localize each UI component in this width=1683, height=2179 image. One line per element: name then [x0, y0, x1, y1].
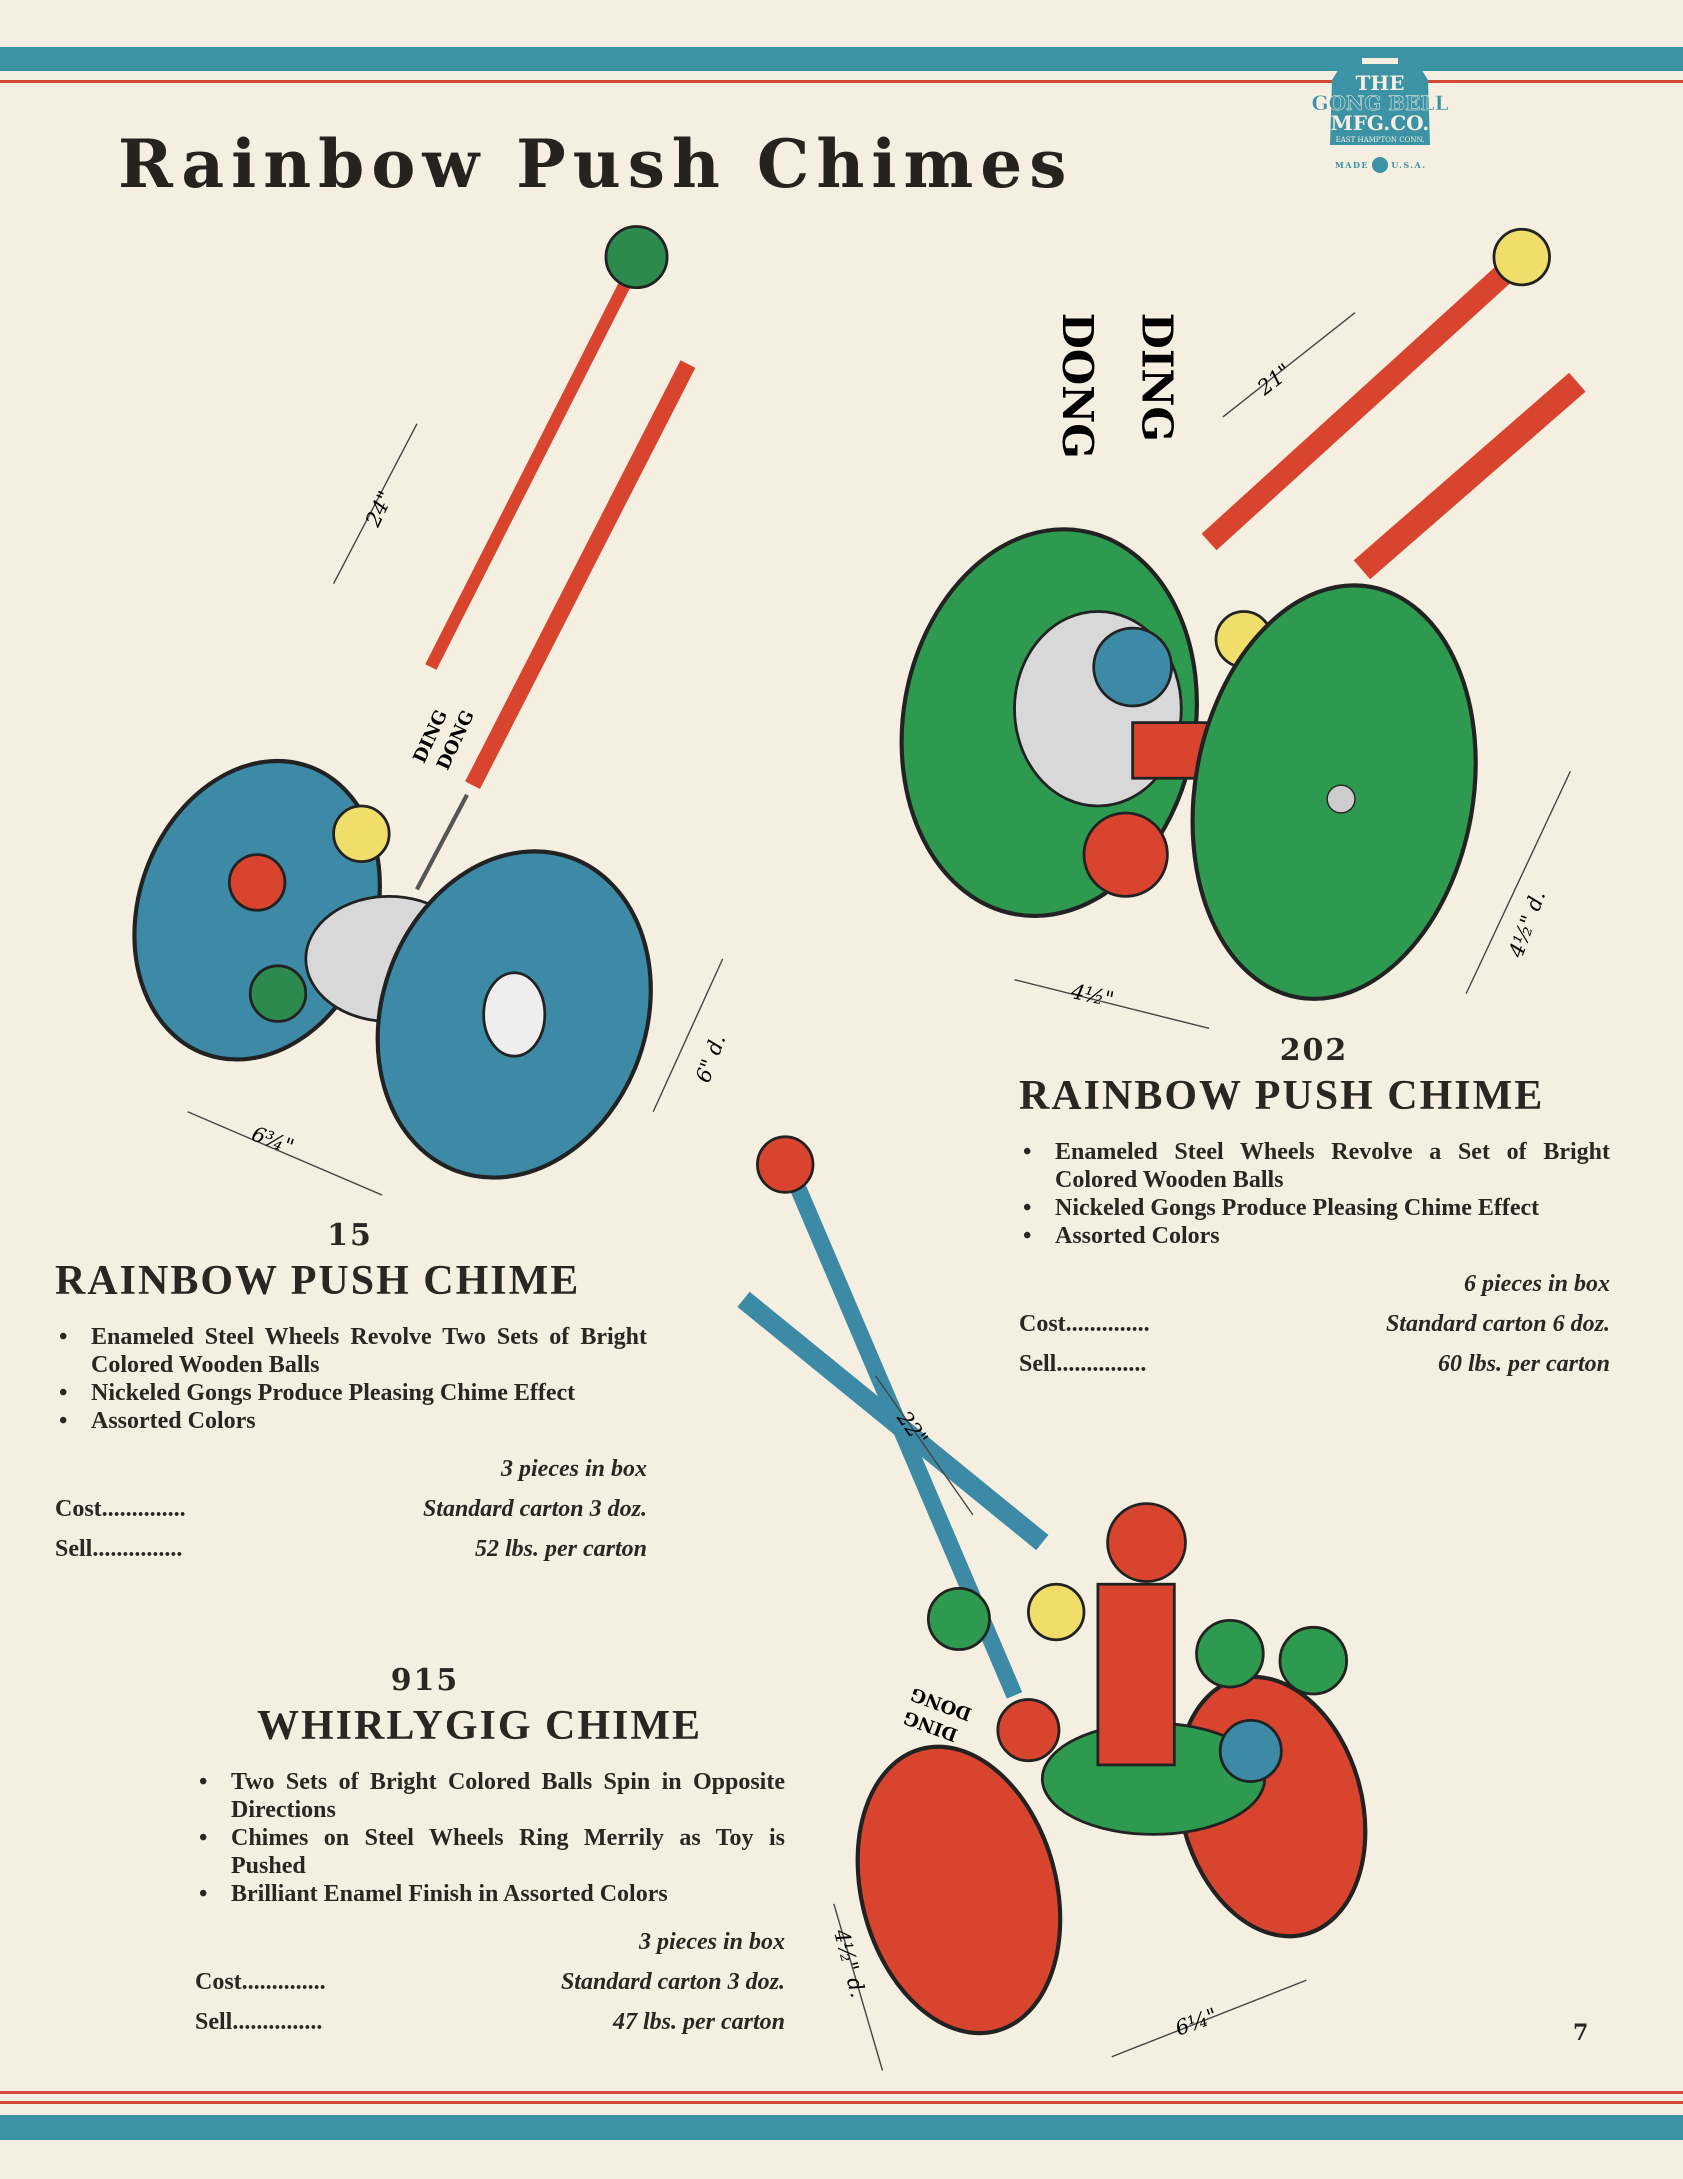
feature-list: Enameled Steel Wheels Revolve a Set of B… [1019, 1138, 1610, 1250]
carton: Standard carton 3 doz. [422, 1496, 647, 1522]
handle-rod-2 [465, 360, 696, 789]
carton: Standard carton 3 doz. [560, 1969, 785, 1995]
logo-text-the: THE [1355, 71, 1404, 95]
feature-item: Enameled Steel Wheels Revolve a Set of B… [1019, 1138, 1610, 1194]
product-name: RAINBOW PUSH CHIME [1019, 1073, 1545, 1119]
feature-item: Assorted Colors [1019, 1222, 1610, 1250]
bottom-red-rule-2 [0, 2101, 1683, 2104]
pieces-in-box: 3 pieces in box [639, 1929, 785, 1955]
logo-text-made: MADE IN U.S.A. [1335, 160, 1425, 170]
product-number: 202 [1279, 1033, 1349, 1068]
dim-wheel: 6" d. [691, 1031, 730, 1086]
bottom-teal-band [0, 2115, 1683, 2140]
sell-label: Sell............... [55, 1536, 183, 1562]
dim-width: 4½" [1068, 979, 1116, 1012]
cost-label: Cost.............. [55, 1496, 186, 1522]
page-number: 7 [1573, 2020, 1589, 2046]
product-15-illustration: DING DONG 24" 6" d. 6¾" [132, 225, 730, 1196]
logo-text-mfg: MFG.CO. [1331, 111, 1430, 135]
feature-list: Two Sets of Bright Colored Balls Spin in… [195, 1768, 785, 1908]
pricing: 3 pieces in box Cost.............. Standa… [195, 1922, 785, 2042]
product-name: WHIRLYGIG CHIME [257, 1703, 703, 1749]
cost-label: Cost.............. [195, 1969, 326, 1995]
dim-handle: 24" [360, 487, 397, 531]
ding-text: DING [1132, 313, 1181, 442]
product-202: 202 RAINBOW PUSH CHIME Enameled Steel Wh… [1019, 1033, 1610, 1384]
feature-list: Enameled Steel Wheels Revolve Two Sets o… [55, 1323, 647, 1435]
feature-item: Brilliant Enamel Finish in Assorted Colo… [195, 1880, 785, 1908]
feature-item: Chimes on Steel Wheels Ring Merrily as T… [195, 1824, 785, 1880]
gong-bell-logo: THE GONG BELL MFG.CO. EAST HAMPTON CONN.… [1290, 50, 1470, 180]
dim-width: 6¾" [248, 1122, 297, 1159]
dim-width: 6¼" [1172, 2003, 1221, 2040]
product-915-illustration: DING DONG 22" 4½" d. 6¼" [737, 1135, 1368, 2071]
sell-label: Sell............... [1019, 1351, 1147, 1377]
handle-rod [425, 258, 643, 670]
cost-label: Cost.............. [1019, 1311, 1150, 1337]
product-name: RAINBOW PUSH CHIME [55, 1258, 581, 1304]
feature-item: Two Sets of Bright Colored Balls Spin in… [195, 1768, 785, 1824]
weight: 47 lbs. per carton [612, 2009, 785, 2035]
logo-text-city: EAST HAMPTON CONN. [1336, 136, 1425, 144]
pricing: 6 pieces in box Cost.............. Standa… [1019, 1264, 1610, 1384]
product-15: 15 RAINBOW PUSH CHIME Enameled Steel Whe… [55, 1218, 647, 1569]
bottom-red-rule [0, 2091, 1683, 2094]
sell-label: Sell............... [195, 2009, 323, 2035]
product-number: 915 [390, 1663, 460, 1698]
feature-item: Nickeled Gongs Produce Pleasing Chime Ef… [1019, 1194, 1610, 1222]
pieces-in-box: 6 pieces in box [1464, 1271, 1610, 1297]
feature-item: Enameled Steel Wheels Revolve Two Sets o… [55, 1323, 647, 1379]
product-915: 915 WHIRLYGIG CHIME Two Sets of Bright C… [195, 1663, 785, 2042]
weight: 52 lbs. per carton [474, 1536, 647, 1562]
handle-ball [604, 225, 669, 290]
pieces-in-box: 3 pieces in box [501, 1456, 647, 1482]
dong-text: DONG [1053, 313, 1102, 459]
logo-text-gong-bell: GONG BELL [1311, 91, 1448, 115]
page-title: Rainbow Push Chimes [118, 125, 1074, 203]
product-number: 15 [327, 1218, 373, 1253]
top-red-rule [0, 80, 1683, 83]
dim-wheel: 4½" d. [829, 1926, 870, 2000]
pricing: 3 pieces in box Cost.............. Standa… [55, 1449, 647, 1569]
carton: Standard carton 6 doz. [1385, 1311, 1610, 1337]
feature-item: Nickeled Gongs Produce Pleasing Chime Ef… [55, 1379, 647, 1407]
weight: 60 lbs. per carton [1437, 1351, 1610, 1377]
product-202-illustration: DONG DING 21" 4½" d. 4½" [899, 227, 1586, 1030]
feature-item: Assorted Colors [55, 1407, 647, 1435]
